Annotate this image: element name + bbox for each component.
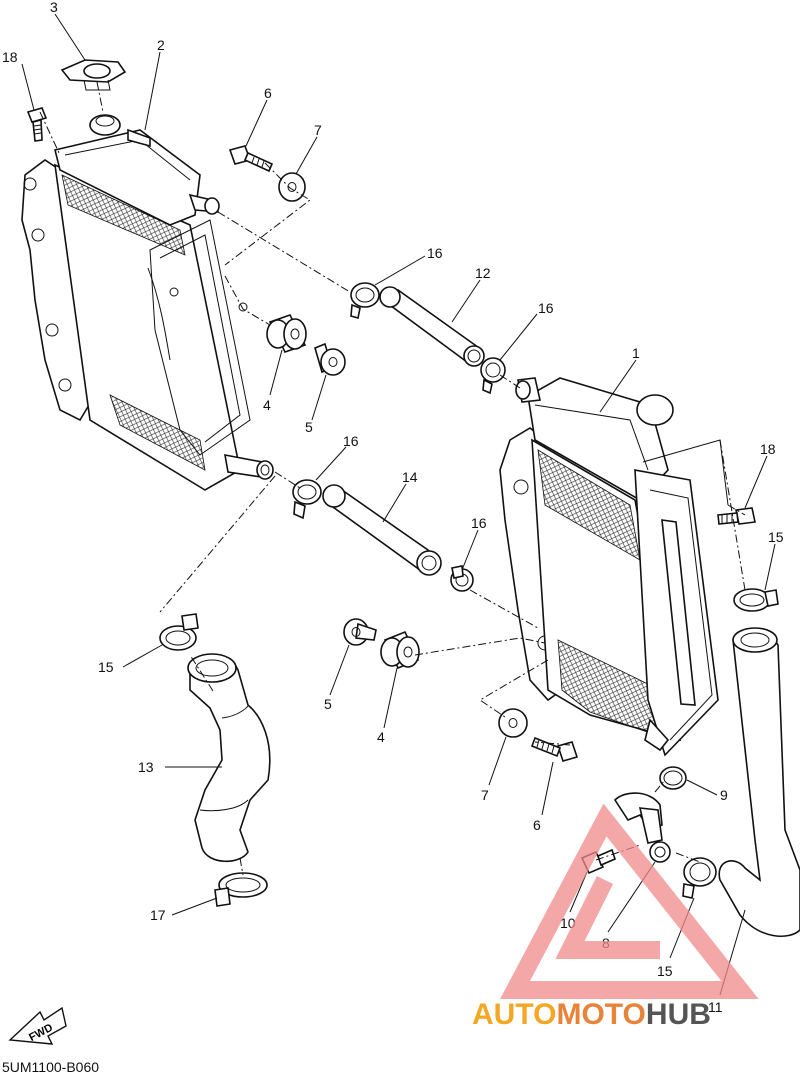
assembly-centerlines (39, 81, 746, 876)
bolt-18-right (717, 507, 756, 525)
callout-15-right-upper: 15 (768, 529, 784, 545)
callout-7-lower: 7 (481, 787, 489, 803)
callout-6-upper: 6 (264, 85, 272, 101)
left-radiator (21, 114, 274, 491)
hose-11 (718, 627, 800, 937)
callout-14: 14 (402, 469, 418, 485)
hose-14-straight (322, 484, 442, 576)
watermark-triangle-icon (500, 803, 759, 999)
diagram-code: 5UM1100-B060 (2, 1059, 99, 1075)
callout-9: 9 (720, 787, 728, 803)
callout-4-upper: 4 (263, 397, 271, 413)
watermark-hub: HUB (646, 998, 711, 1031)
watermark-moto: MOTO (556, 998, 645, 1031)
callout-7-upper: 7 (314, 122, 322, 138)
grommet-4-lower (380, 630, 420, 670)
collar-5-upper (314, 342, 346, 376)
watermark-auto: AUTO (472, 998, 556, 1031)
svg-text:AUTOMOTOHUB: AUTOMOTOHUB (472, 998, 711, 1031)
hose-clamp-16-a (350, 282, 380, 320)
callout-3: 3 (50, 0, 58, 15)
callout-15-left: 15 (98, 659, 114, 675)
bolt-6-upper (228, 145, 274, 173)
hose-13-bent (187, 653, 271, 863)
radiator-cap (60, 59, 127, 91)
callout-12: 12 (475, 265, 491, 281)
callout-16-d: 16 (471, 515, 487, 531)
callout-16-c: 16 (343, 433, 359, 449)
callout-11: 11 (708, 999, 723, 1015)
callout-6-lower: 6 (533, 817, 541, 833)
hose-clamp-17 (214, 872, 268, 907)
hose-clamp-15-left (159, 613, 199, 651)
o-ring-9 (659, 766, 687, 790)
callout-15-right-lower: 15 (657, 963, 673, 979)
callout-16-b: 16 (538, 300, 554, 316)
grommet-4-upper (266, 314, 307, 353)
hose-12-straight (379, 286, 485, 367)
collar-5-lower (343, 618, 377, 646)
callout-2: 2 (157, 37, 165, 53)
hose-clamp-15-right-lower (682, 857, 717, 899)
callout-1: 1 (632, 345, 640, 361)
bolt-6-lower (530, 736, 579, 762)
right-radiator (499, 377, 729, 757)
callout-17: 17 (150, 907, 166, 923)
automotohub-watermark: AUTOMOTOHUB (472, 803, 759, 1031)
callout-5-upper: 5 (305, 419, 313, 435)
hose-clamp-16-b (480, 357, 506, 395)
washer-7-lower (498, 708, 528, 738)
callout-4-lower: 4 (377, 729, 385, 745)
hose-clamp-16-c (292, 479, 322, 520)
callout-5-lower: 5 (324, 696, 332, 712)
callout-13: 13 (138, 759, 154, 775)
callout-18-right: 18 (760, 441, 776, 457)
callout-16-a: 16 (427, 245, 443, 261)
callout-numbers: 1 2 3 18 6 7 16 12 16 4 5 16 14 16 18 15… (2, 0, 784, 1015)
fwd-arrow-icon: FWD (8, 1006, 67, 1045)
washer-7-upper (278, 172, 306, 202)
hose-clamp-15-right-upper (733, 588, 779, 612)
bolt-18-left (26, 107, 48, 142)
callout-18-left: 18 (2, 49, 18, 65)
elbow-fitting-8 (613, 792, 671, 863)
